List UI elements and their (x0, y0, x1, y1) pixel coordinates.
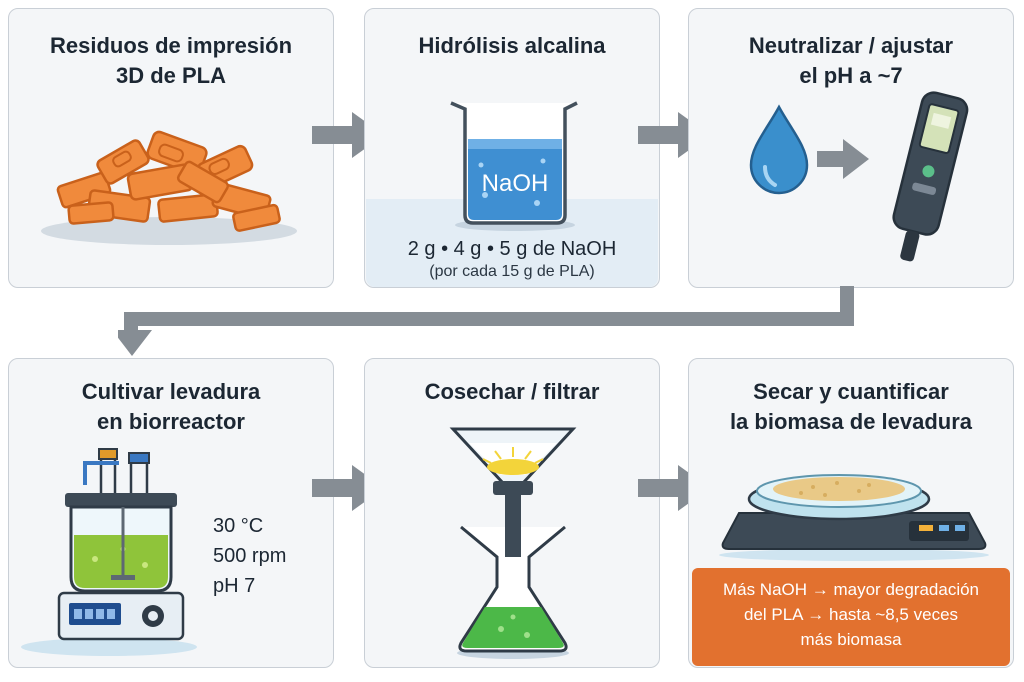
beaker-icon: NaOH (450, 101, 578, 231)
funnel-flask-icon (449, 427, 577, 659)
beaker-label: NaOH (482, 170, 549, 197)
arrow-3-to-4 (118, 286, 854, 356)
result-line-2: del PLA → hasta ~8,5 veces (743, 605, 959, 624)
bioreactor-icon (21, 448, 197, 656)
water-drop-icon (749, 104, 809, 195)
step-6-title: Secar y cuantificar la biomasa de levadu… (729, 379, 973, 434)
result-line-1: Más NaOH → mayor degradación (722, 580, 980, 599)
step-4-panel: Cultivar levadura en biorreactor 30 °C 5… (8, 358, 334, 668)
result-line-3: más biomasa (800, 630, 902, 649)
condition-temperature: 30 °C (213, 515, 264, 537)
condition-ph: pH 7 (213, 575, 256, 597)
step-3-panel: Neutralizar / ajustar el pH a ~7 (688, 8, 1014, 288)
step-2-title: Hidrólisis alcalina (418, 33, 606, 58)
step-2-subcaption: (por cada 15 g de PLA) (429, 263, 595, 280)
step-5-panel: Cosechar / filtrar (364, 358, 660, 668)
step-1-panel: Residuos de impresión 3D de PLA (8, 8, 334, 288)
condition-rpm: 500 rpm (213, 545, 287, 567)
step-2-panel: Hidrólisis alcalina NaOH 2 g • 4 g • 5 g… (364, 8, 660, 288)
scale-petri-icon (719, 474, 989, 561)
pla-waste-pile-icon (41, 130, 297, 245)
step-3-title: Neutralizar / ajustar el pH a ~7 (748, 33, 954, 88)
culture-conditions: 30 °C 500 rpm pH 7 (213, 511, 286, 601)
step-5-title: Cosechar / filtrar (424, 379, 600, 404)
step-2-caption: 2 g • 4 g • 5 g de NaOH (407, 238, 617, 260)
step-1-title: Residuos de impresión 3D de PLA (49, 33, 293, 88)
result-box: Más NaOH → mayor degradación del PLA → h… (692, 568, 1010, 666)
step-4-title: Cultivar levadura en biorreactor (81, 379, 261, 434)
ph-meter-icon (749, 91, 969, 262)
